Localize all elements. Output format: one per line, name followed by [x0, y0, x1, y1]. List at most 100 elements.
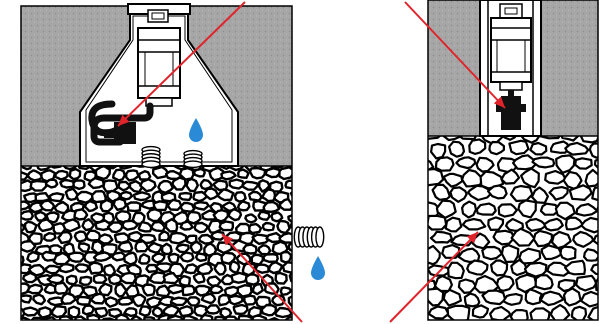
stone [488, 217, 503, 230]
stone [503, 294, 521, 305]
stone [249, 224, 261, 233]
stone [477, 204, 496, 215]
right-panel [414, 0, 611, 324]
stone [25, 222, 36, 233]
stone [170, 233, 186, 243]
stone [463, 219, 485, 229]
stone [545, 171, 566, 184]
stone [14, 256, 24, 265]
stone [231, 273, 247, 283]
stone [564, 288, 581, 305]
stone [281, 252, 291, 263]
stone [119, 298, 133, 305]
stone [140, 306, 150, 315]
stone [421, 246, 440, 264]
stone [136, 241, 148, 251]
stone [27, 252, 38, 262]
stone [21, 295, 31, 302]
stone [69, 307, 80, 318]
stone [536, 275, 553, 289]
stone [20, 241, 35, 251]
stone [590, 143, 604, 157]
stone [431, 144, 445, 158]
stone [114, 199, 126, 210]
stone [448, 263, 464, 279]
stone [597, 202, 611, 213]
filter-unit [501, 96, 521, 130]
stone [279, 167, 293, 179]
stone [67, 276, 77, 285]
stone [218, 243, 232, 253]
stone [446, 218, 462, 232]
coil-ring [316, 227, 324, 247]
stone [283, 262, 298, 272]
stone [202, 294, 215, 303]
stone [253, 284, 263, 294]
stone [77, 297, 90, 305]
stone [244, 296, 255, 305]
stone [23, 273, 36, 282]
stone [291, 189, 303, 197]
stone [31, 181, 47, 191]
right-ground-left [428, 0, 480, 136]
stone [44, 233, 55, 240]
stone [244, 245, 257, 254]
stone [499, 204, 517, 216]
shaft [480, 0, 541, 136]
stone [80, 277, 91, 285]
stone [245, 215, 256, 223]
stone [235, 192, 246, 201]
stone [294, 169, 305, 180]
stone [502, 245, 518, 262]
stone [489, 142, 504, 154]
stone [491, 261, 507, 276]
stone [215, 263, 226, 275]
stone [482, 247, 502, 259]
stone [576, 276, 596, 291]
stone [13, 172, 28, 180]
stone [211, 285, 223, 293]
stone [12, 224, 24, 232]
stone [181, 203, 195, 212]
stone [427, 216, 446, 230]
stone [46, 266, 60, 273]
right-gravel-layer [414, 125, 611, 324]
stone [33, 295, 45, 305]
stone [246, 275, 259, 285]
stone [70, 169, 80, 179]
stone [58, 232, 71, 243]
stone [230, 180, 244, 189]
stone [421, 169, 444, 185]
stone [75, 209, 88, 219]
stone [195, 223, 208, 232]
stone [177, 245, 189, 253]
stone [572, 307, 586, 321]
stone [28, 285, 43, 293]
stone [151, 222, 164, 231]
stone [119, 242, 132, 252]
stone [281, 288, 291, 295]
water-drop-icon [311, 256, 325, 280]
stone [195, 202, 209, 209]
stone [208, 277, 221, 286]
stone [94, 275, 106, 283]
stone [113, 170, 125, 181]
stone [277, 221, 289, 233]
stone [256, 265, 269, 273]
stone [106, 297, 117, 306]
stone [108, 222, 122, 232]
stone [462, 202, 476, 218]
stone [259, 212, 270, 220]
stone [118, 182, 130, 190]
stone [594, 234, 611, 245]
stone [171, 298, 186, 305]
stone [534, 231, 552, 246]
stone [39, 307, 51, 317]
stone [449, 142, 464, 157]
stone [537, 320, 560, 324]
stone [194, 274, 205, 283]
stone [60, 264, 74, 272]
stone [160, 232, 170, 241]
left-gravel-layer [11, 156, 307, 324]
